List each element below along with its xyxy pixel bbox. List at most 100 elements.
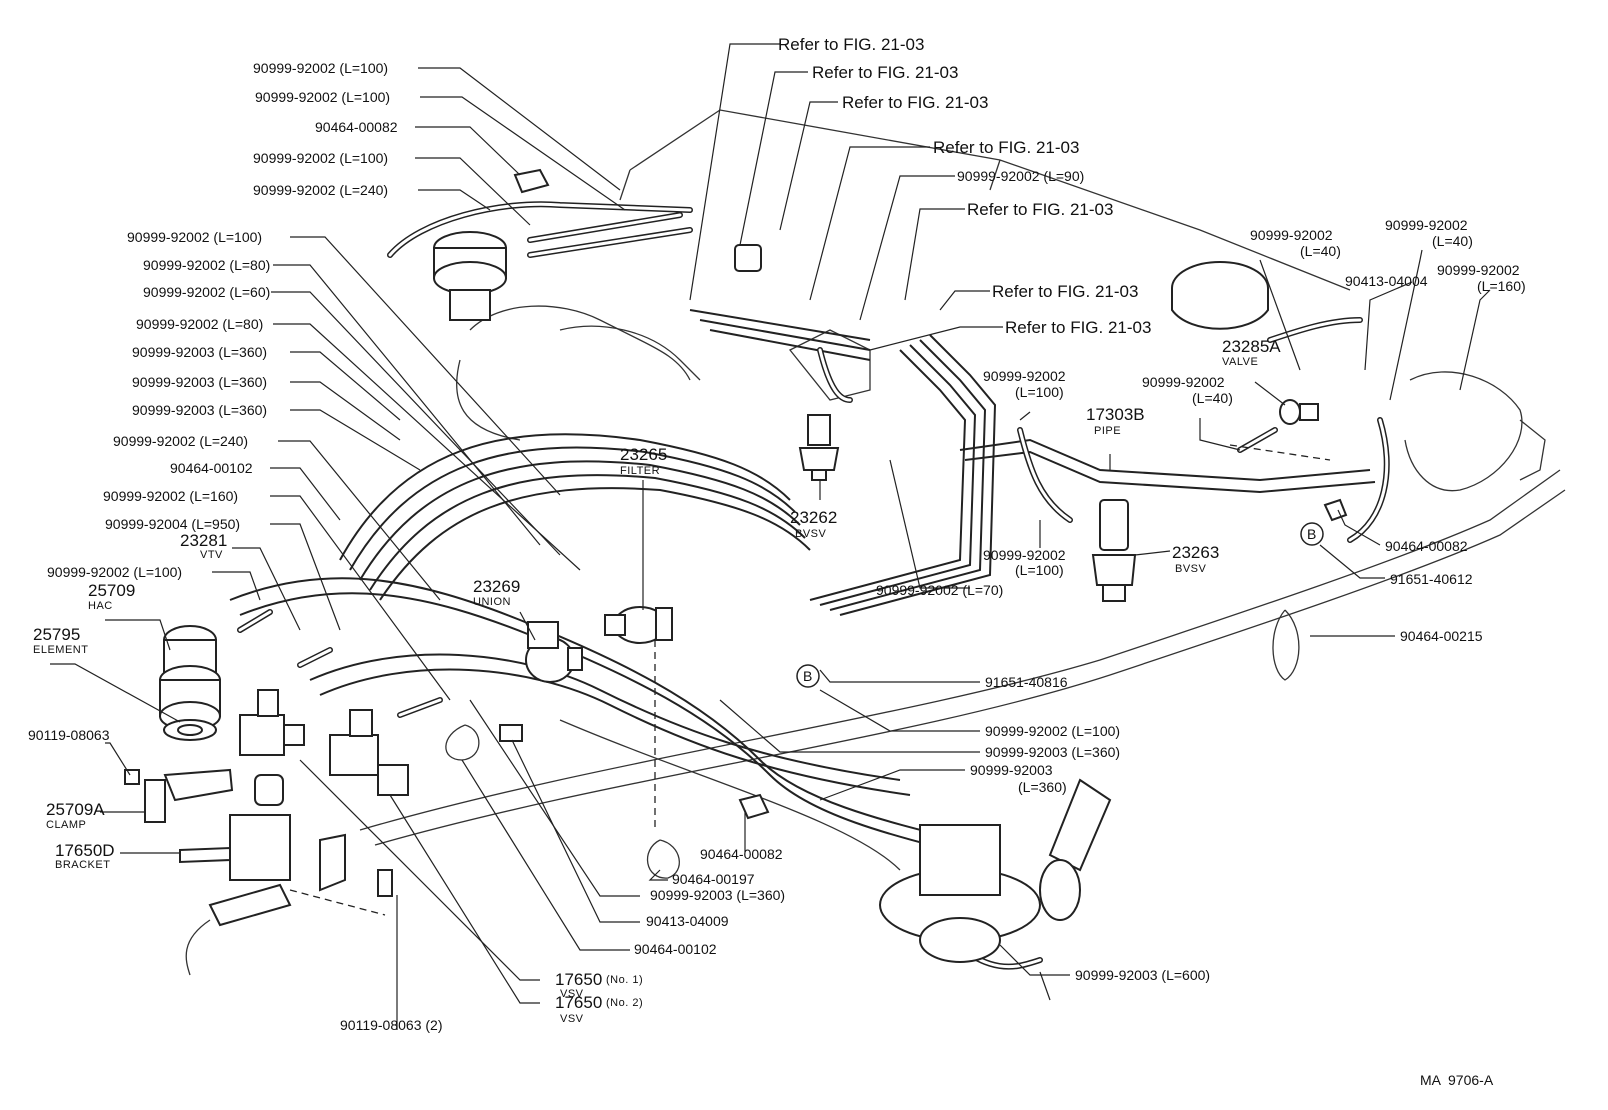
label-hose-100a: 90999-92002 [983,368,1066,384]
label-vsv2-number: 17650 [555,993,602,1012]
engine-outline [456,109,1546,492]
label-clip-00102-bottom: 90464-00102 [634,941,717,957]
label-hose-40c: 90999-92002 [1385,217,1468,233]
label-refer-3: Refer to FIG. 21-03 [842,93,988,112]
label-bracket-name: BRACKET [55,859,110,871]
label-valve-name: VALVE [1222,356,1258,368]
union-23269 [525,621,583,683]
label-hose-100b-len: (L=100) [1015,562,1064,578]
label-clip-04004: 90413-04004 [1345,273,1428,289]
label-union-number: 23269 [473,577,520,596]
label-hose-l90: 90999-92002 (L=90) [957,168,1084,184]
bvsv-23263 [1091,499,1137,602]
label-hac-name: HAC [88,600,113,612]
label-element-number: 25795 [33,625,80,644]
label-hose-l100-6: 90999-92002 (L=100) [985,723,1120,739]
hose-bundle-center [689,309,1376,616]
bvsv-23262 [798,414,840,481]
label-clip-00102-left: 90464-00102 [170,460,253,476]
label-hose-160r-len: (L=160) [1477,278,1526,294]
label-bvsv2-number: 23263 [1172,543,1219,562]
label-element-name: ELEMENT [33,644,88,656]
label-clamp-name: CLAMP [46,819,86,831]
hac-assembly [144,625,234,823]
b-marker-right-label: B [1307,526,1316,542]
label-hose-l950: 90999-92004 (L=950) [105,516,240,532]
label-refer-2: Refer to FIG. 21-03 [812,63,958,82]
label-vsv1-name: VSV [560,988,584,1000]
label-hose-l70: 90999-92002 (L=70) [876,582,1003,598]
label-clip-04009: 90413-04009 [646,913,729,929]
dashed-lines [289,444,1331,916]
label-hose-l100-5: 90999-92002 (L=100) [47,564,182,580]
label-hose-l80-2: 90999-92002 (L=80) [136,316,263,332]
label-hose-l360-1: 90999-92003 (L=360) [132,344,267,360]
cap-right [1171,261,1269,330]
label-hose-l360-4: 90999-92003 (L=360) [650,887,785,903]
vsv-no2 [329,709,409,796]
label-hose-l360-5: 90999-92003 (L=360) [985,744,1120,760]
label-hose-l240-1: 90999-92002 (L=240) [253,182,388,198]
label-hose-l60: 90999-92002 (L=60) [143,284,270,300]
b-marker-center: B [796,664,820,688]
figure-code: MA 9706-A [1420,1072,1494,1088]
label-hose-40b: 90999-92002 [1142,374,1225,390]
label-hose-l240-2: 90999-92002 (L=240) [113,433,248,449]
label-hose-l100-4: 90999-92002 (L=100) [127,229,262,245]
label-bolt-08063: 90119-08063 [28,727,110,743]
label-hac-number: 25709 [88,581,135,600]
label-hose-40b-len: (L=40) [1192,390,1233,406]
filter-23265 [604,606,673,644]
label-hose-160r: 90999-92002 [1437,262,1520,278]
short-hoses [237,201,1390,970]
label-vtv-name: VTV [200,549,223,561]
valve-23285a [1279,399,1319,425]
label-refer-7: Refer to FIG. 21-03 [1005,318,1151,337]
label-clamp-40612: 91651-40612 [1390,571,1473,587]
bracket-17650d [179,814,346,976]
label-pipe-number: 17303B [1086,405,1145,424]
label-hose-l100-2: 90999-92002 (L=100) [255,89,390,105]
label-refer-1: Refer to FIG. 21-03 [778,35,924,54]
vsv-no1 [239,689,305,806]
label-refer-4: Refer to FIG. 21-03 [933,138,1079,157]
b-marker-center-label: B [803,668,812,684]
label-filter-number: 23265 [620,445,667,464]
label-clip-00197: 90464-00197 [672,871,755,887]
label-vsv2-suffix: (No. 2) [606,997,643,1009]
label-clip-00082-top: 90464-00082 [315,119,398,135]
label-hose-l100-1: 90999-92002 (L=100) [253,60,388,76]
label-bvsv1-name: BVSV [795,528,827,540]
label-hose-100b: 90999-92002 [983,547,1066,563]
label-hose-l600: 90999-92003 (L=600) [1075,967,1210,983]
label-hose-40a-len: (L=40) [1300,243,1341,259]
label-refer-5: Refer to FIG. 21-03 [967,200,1113,219]
hose-bundle-main [229,433,971,856]
label-hose-360e: 90999-92003 [970,762,1053,778]
label-filter-name: FILTER [620,465,660,477]
label-hose-l360-2: 90999-92003 (L=360) [132,374,267,390]
reservoir-top [433,231,507,321]
label-bolt-08063-2: 90119-08063 (2) [340,1017,442,1033]
leader-lines [50,43,1491,1030]
label-bvsv1-number: 23262 [790,508,837,527]
label-refer-6: Refer to FIG. 21-03 [992,282,1138,301]
label-vtv-number: 23281 [180,531,227,550]
label-hose-l160-left: 90999-92002 (L=160) [103,488,238,504]
label-clip-00082-right: 90464-00082 [1385,538,1468,554]
label-hose-l100-3: 90999-92002 (L=100) [253,150,388,166]
label-clamp-40816: 91651-40816 [985,674,1068,690]
label-bracket-number: 17650D [55,841,115,860]
label-hose-100a-len: (L=100) [1015,384,1064,400]
label-hose-40c-len: (L=40) [1432,233,1473,249]
label-hose-l80-1: 90999-92002 (L=80) [143,257,270,273]
label-clip-00082-bottom: 90464-00082 [700,846,783,862]
label-hose-360e-len: (L=360) [1018,779,1067,795]
label-pipe-name: PIPE [1094,425,1121,437]
label-vsv2-name: VSV [560,1013,584,1025]
clips [124,168,1348,897]
label-bvsv2-name: BVSV [1175,563,1207,575]
frame-lines [359,469,1566,871]
label-clamp-number: 25709A [46,800,105,819]
label-valve-number: 23285A [1222,337,1281,356]
